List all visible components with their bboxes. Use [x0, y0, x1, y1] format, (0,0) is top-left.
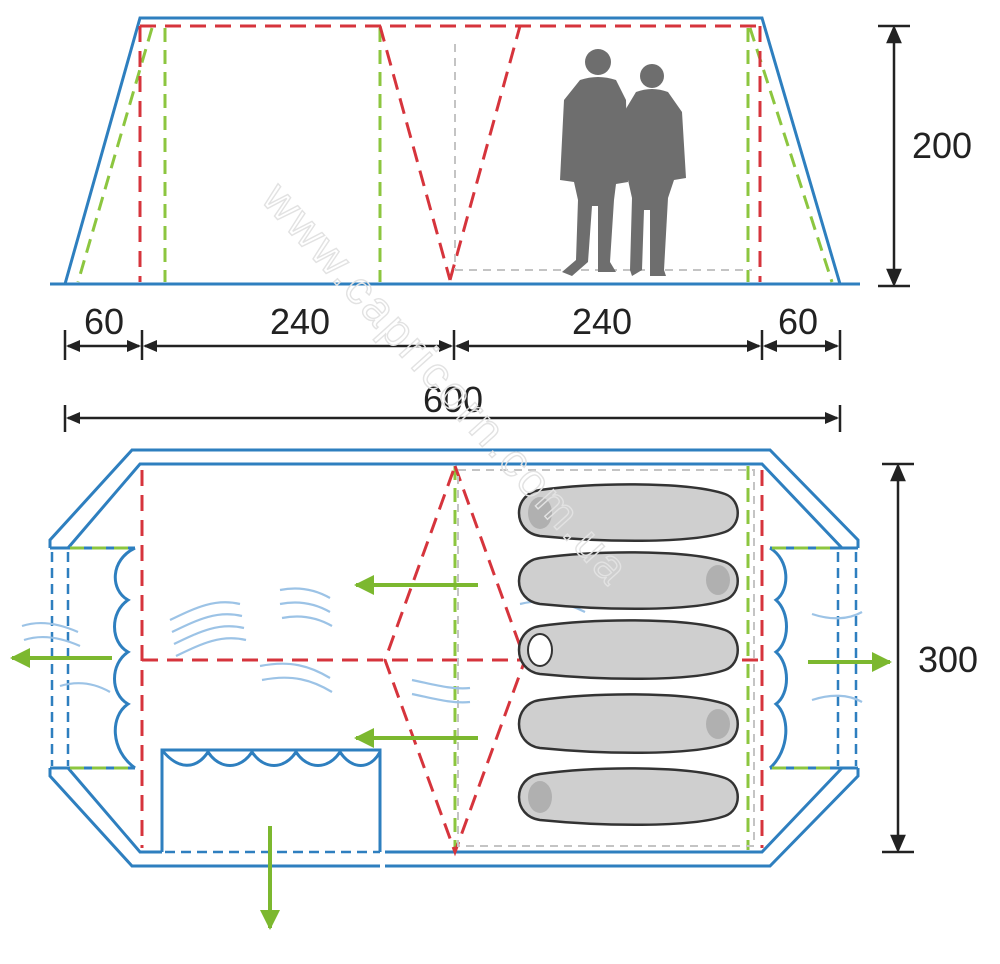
floor-open-doors [50, 552, 858, 868]
width-dimension [882, 462, 914, 854]
side-outer-outline [63, 16, 843, 286]
sleeping-bag-icon [517, 483, 739, 542]
sleeping-bag-icon [517, 619, 739, 680]
floor-inner-tent [140, 461, 764, 857]
airflow-arrows [10, 575, 892, 930]
width-dimension-label: 300 [918, 639, 978, 680]
sleeping-bag-icon [517, 693, 739, 754]
side-view: 200 [50, 16, 972, 288]
left-room-label: 240 [270, 301, 330, 342]
left-vestibule-label: 60 [84, 301, 124, 342]
airflow-lines [21, 587, 863, 704]
floor-inner-cabin [457, 469, 755, 847]
side-inner-tent [138, 24, 762, 282]
floor-poles [70, 466, 836, 850]
height-dimension-label: 200 [912, 125, 972, 166]
right-vestibule-label: 60 [778, 301, 818, 342]
total-length-label: 600 [423, 379, 483, 420]
sleeping-bags [517, 483, 739, 826]
side-inner-cabin [454, 44, 752, 271]
side-poles [76, 27, 834, 283]
two-people-silhouette-icon [560, 49, 686, 276]
floor-plan: 300 [10, 448, 978, 930]
height-dimension [878, 24, 910, 288]
sleeping-bag-icon [517, 551, 739, 610]
sleeping-bag-icon [517, 767, 739, 826]
right-room-label: 240 [572, 301, 632, 342]
length-dimensions [63, 330, 842, 432]
